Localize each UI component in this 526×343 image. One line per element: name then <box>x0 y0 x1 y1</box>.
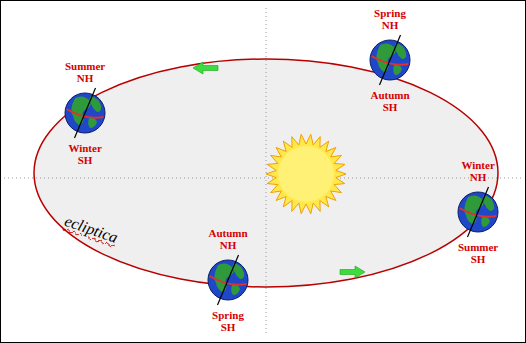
earth-globe <box>45 84 125 142</box>
season-label: Spring NH <box>374 7 406 31</box>
season-label: Summer SH <box>458 241 498 265</box>
season-label: Spring SH <box>212 309 244 333</box>
earth-globe <box>438 183 518 241</box>
season-label: Winter NH <box>461 159 494 183</box>
earth-globe <box>188 251 268 309</box>
season-label: Summer NH <box>65 60 105 84</box>
sun-core <box>278 146 334 202</box>
season-label: Winter SH <box>68 142 101 166</box>
earth-position: Autumn NH Spring SH <box>188 227 268 333</box>
earth-position: Summer NH Winter SH <box>45 60 125 166</box>
earth-position: Winter NH Summer SH <box>438 159 518 265</box>
earth-globe <box>350 31 430 89</box>
sun-rays <box>266 134 346 213</box>
sun <box>266 134 346 213</box>
earth-position: Spring NH Autumn SH <box>350 7 430 113</box>
season-label: Autumn NH <box>208 227 247 251</box>
horizontal-axis <box>4 178 522 179</box>
direction-arrow <box>340 266 365 278</box>
season-label: Autumn SH <box>370 89 409 113</box>
direction-arrow <box>193 62 218 74</box>
vertical-axis <box>266 8 267 335</box>
